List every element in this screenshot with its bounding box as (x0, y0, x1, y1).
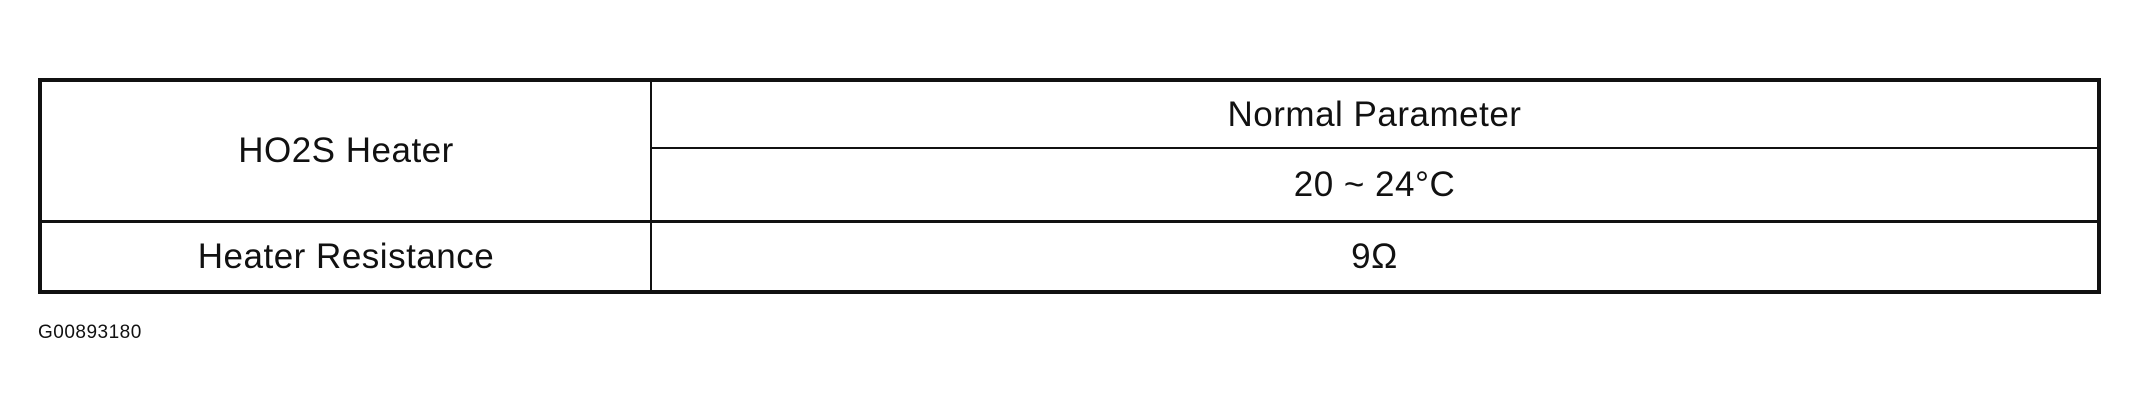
header-divider (652, 147, 2097, 149)
temperature-condition: 20 ~ 24°C (1293, 164, 1456, 204)
heater-resistance-value: 9Ω (1351, 236, 1398, 276)
column-header-normal-parameter: Normal Parameter (1227, 94, 1522, 134)
figure-code: G00893180 (38, 322, 142, 343)
row-label-ho2s-heater: HO2S Heater (238, 131, 454, 170)
row-label-heater-resistance: Heater Resistance (197, 236, 495, 276)
spec-table: HO2S Heater Normal Parameter 20 ~ 24°C H… (38, 78, 2101, 294)
row-divider (42, 220, 2097, 223)
column-divider (650, 82, 652, 290)
